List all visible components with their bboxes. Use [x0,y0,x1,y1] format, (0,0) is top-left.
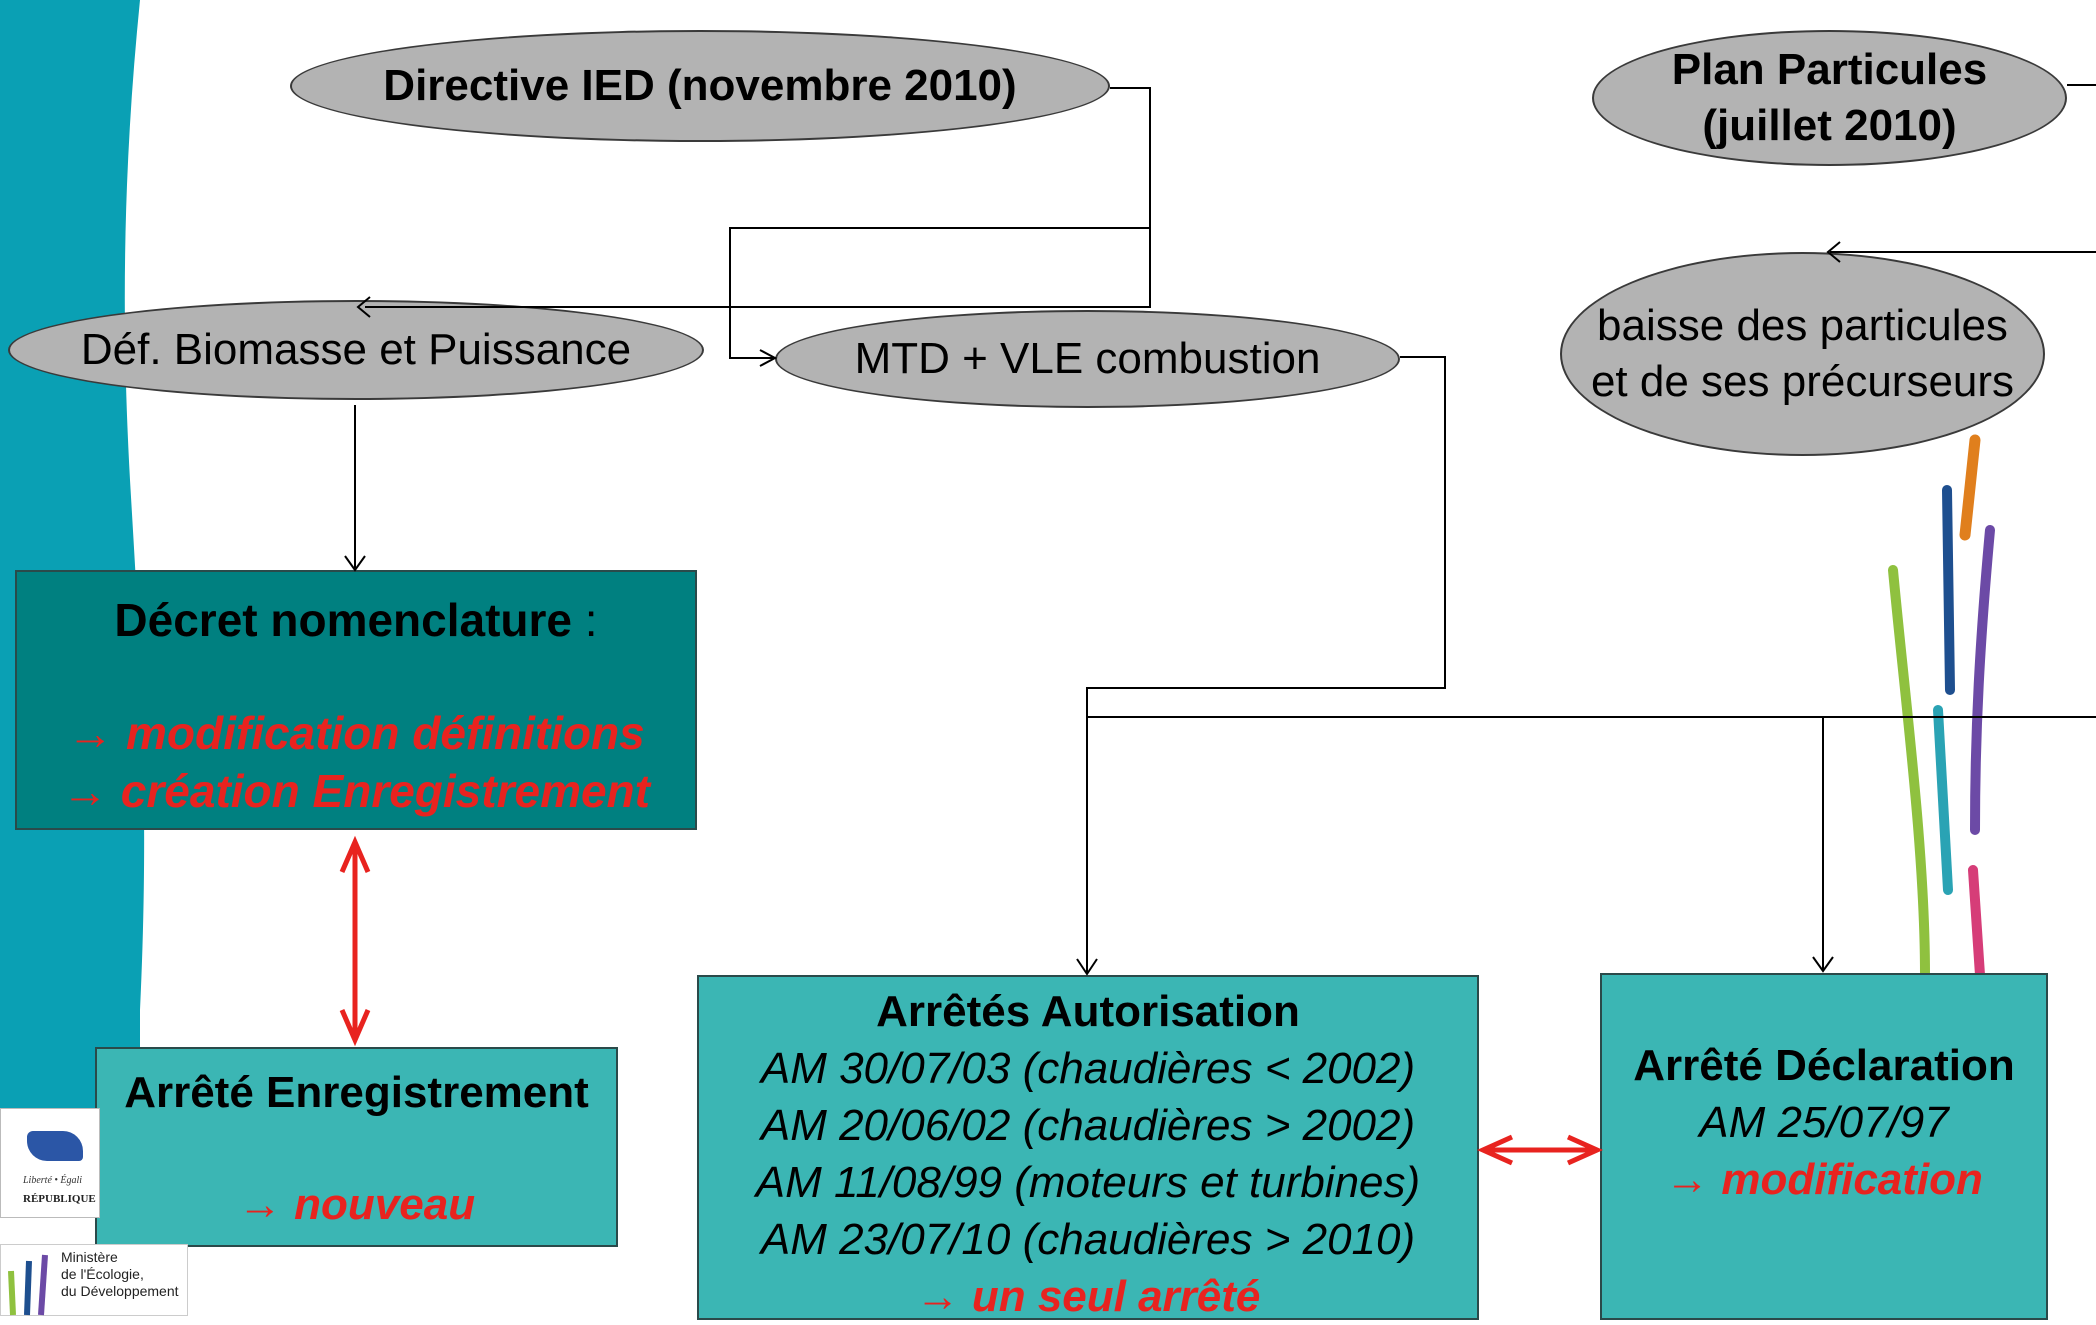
logo-motto: Liberté • Égali [23,1175,83,1186]
decret-item2: → création Enregistrement [62,765,650,817]
decret-item1: → modification définitions [67,707,645,759]
biomasse-label: Déf. Biomasse et Puissance [80,325,632,374]
ied-title: Directive IED (novembre 2010) [383,61,1017,110]
stroke-blue [1942,485,1955,695]
ellipse-baisse-particules: baisse des particules et de ses précurse… [1560,252,2045,456]
ellipse-mtd-vle: MTD + VLE combustion [775,310,1400,408]
declaration-note: → modification [1665,1155,1983,1204]
ministere-line: Ministère [61,1249,118,1265]
autorisation-title: Arrêtés Autorisation [876,987,1300,1036]
stroke-orange [1959,434,1981,541]
stroke-green [1888,565,1930,980]
ministere-logo: Ministère de l'Écologie, du Développemen… [0,1244,188,1316]
stroke-cyan [1933,705,1953,895]
box-arretes-autorisation: Arrêtés Autorisation AM 30/07/03 (chaudi… [697,975,1479,1321]
baisse-line1: baisse des particules [1597,301,2008,350]
stroke-pink [1968,865,1985,980]
box-decret-nomenclature: Décret nomenclature : → modification déf… [15,570,697,830]
autorisation-line: AM 20/06/02 (chaudières > 2002) [760,1101,1416,1150]
autorisation-line: AM 30/07/03 (chaudières < 2002) [760,1044,1416,1093]
logo-republique: RÉPUBLIQUE [23,1193,96,1205]
autorisation-line: AM 11/08/99 (moteurs et turbines) [755,1158,1421,1207]
box-arrete-enregistrement: Arrêté Enregistrement → nouveau [95,1047,618,1247]
plan-line2: (juillet 2010) [1702,101,1957,150]
enregistrement-title: Arrêté Enregistrement [124,1068,589,1117]
autorisation-note: → un seul arrêté [915,1272,1261,1321]
ellipse-directive-ied: Directive IED (novembre 2010) [290,30,1110,142]
declaration-title: Arrêté Déclaration [1633,1041,2015,1090]
ministere-text: Ministère de l'Écologie, du Développemen… [61,1249,179,1300]
enregistrement-note: → nouveau [237,1180,476,1229]
decret-heading: Décret nomenclature : [114,592,597,648]
box-arrete-declaration: Arrêté Déclaration AM 25/07/97 → modific… [1600,973,2048,1320]
decret-title: Décret nomenclature [114,594,573,646]
mtd-label: MTD + VLE combustion [854,334,1321,383]
marianne-icon [27,1131,83,1161]
ministere-stripes-icon [8,1254,48,1316]
ministere-line: du Développement [61,1283,179,1299]
baisse-line2: et de ses précurseurs [1590,357,2015,406]
republique-logo: Liberté • Égali RÉPUBLIQUE [0,1108,100,1218]
plan-line1: Plan Particules [1671,45,1988,94]
stroke-purple [1970,525,1995,835]
ellipse-def-biomasse: Déf. Biomasse et Puissance [8,300,704,400]
autorisation-line: AM 23/07/10 (chaudières > 2010) [760,1215,1416,1264]
declaration-am: AM 25/07/97 [1699,1098,1949,1147]
decret-colon: : [572,594,598,646]
teal-band-shape [0,0,145,1110]
ellipse-plan-particules: Plan Particules (juillet 2010) [1592,30,2067,166]
ministere-line: de l'Écologie, [61,1266,144,1282]
